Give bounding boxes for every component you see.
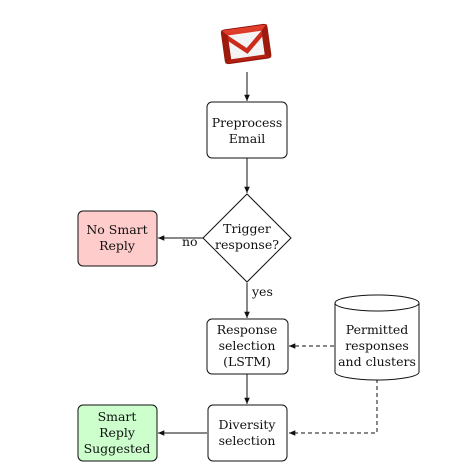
node-permitted-responses-database: Permitted responses and clusters: [334, 294, 420, 381]
node-label-line: Email: [229, 131, 265, 146]
node-label-line: Reply: [99, 238, 136, 253]
node-diversity-selection: Diversity selection: [207, 404, 288, 462]
node-label-line: Preprocess: [212, 115, 283, 130]
edge-label-yes: yes: [251, 284, 273, 299]
node-label-line: Response: [217, 322, 278, 337]
node-label-line: Suggested: [84, 441, 151, 456]
node-smart-reply-suggested: Smart Reply Suggested: [77, 404, 158, 462]
node-label-line: Trigger: [223, 221, 271, 236]
node-label-line: No Smart: [86, 222, 147, 237]
edge-label-no: no: [182, 234, 198, 249]
node-label-line: responses: [345, 338, 409, 353]
node-label-line: Reply: [99, 425, 136, 440]
node-trigger-response: Trigger response?: [202, 193, 292, 283]
node-preprocess-email: Preprocess Email: [206, 101, 288, 159]
node-label-line: (LSTM): [223, 354, 271, 369]
node-no-smart-reply: No Smart Reply: [77, 210, 158, 267]
node-label-line: selection: [219, 338, 276, 353]
gmail-icon: [220, 23, 272, 65]
edges: [158, 72, 378, 436]
node-label-line: Diversity: [219, 417, 277, 432]
edge-permitted-to-diversity: [289, 379, 378, 436]
node-label-line: Permitted: [346, 322, 409, 337]
node-label-line: Smart: [98, 409, 137, 424]
node-label-line: selection: [219, 433, 276, 448]
node-response-selection: Response selection (LSTM): [206, 318, 289, 375]
node-label-line: response?: [215, 237, 279, 252]
node-label-line: and clusters: [338, 354, 416, 369]
